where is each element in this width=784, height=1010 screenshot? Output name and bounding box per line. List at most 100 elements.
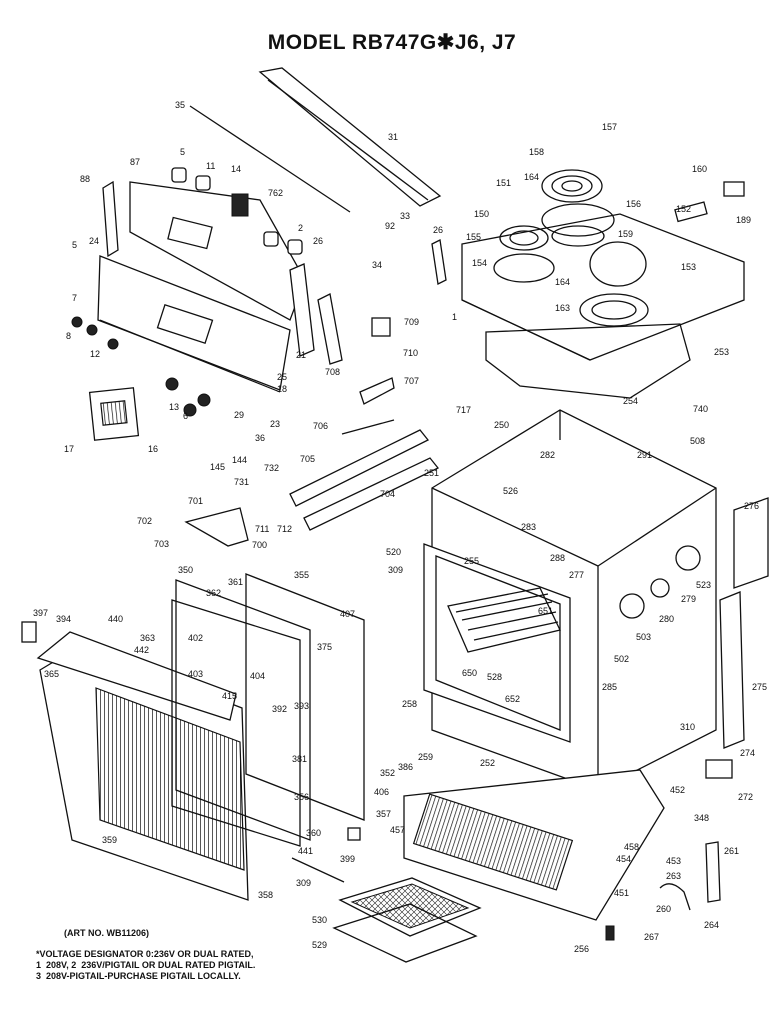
cooktop-1: [461, 213, 745, 361]
label-310: 310: [680, 722, 695, 732]
label-708: 708: [325, 367, 340, 377]
label-375: 375: [317, 642, 332, 652]
label-264: 264: [704, 920, 719, 930]
art-number: (ART NO. WB11206): [64, 928, 150, 938]
label-529: 529: [312, 940, 327, 950]
label-189: 189: [736, 215, 751, 225]
rack-528: [447, 587, 561, 653]
label-392: 392: [272, 704, 287, 714]
label-651: 651: [538, 606, 553, 616]
label-250: 250: [494, 420, 509, 430]
bracket-260: [659, 883, 691, 911]
label-508: 508: [690, 436, 705, 446]
label-23: 23: [270, 419, 280, 429]
label-87: 87: [130, 157, 140, 167]
side-panel-275: [719, 591, 745, 749]
label-144: 144: [232, 455, 247, 465]
connector-709: [371, 317, 391, 337]
label-21: 21: [296, 350, 306, 360]
label-386: 386: [398, 762, 413, 772]
door-glass-402: [171, 599, 301, 847]
label-259: 259: [418, 752, 433, 762]
surface-unit-163: [579, 293, 649, 327]
label-1: 1: [452, 312, 457, 322]
knob-5a: [171, 167, 187, 183]
hinge-397: [21, 621, 37, 643]
bracket-261: [705, 841, 721, 903]
label-397: 397: [33, 608, 48, 618]
label-362: 362: [206, 588, 221, 598]
drawer-451: [403, 769, 665, 921]
label-280: 280: [659, 614, 674, 624]
knob-11: [195, 175, 211, 191]
rail-704: [303, 457, 440, 531]
manifold-panel-21: [97, 255, 291, 393]
label-360: 360: [306, 828, 321, 838]
label-457: 457: [390, 825, 405, 835]
label-406: 406: [374, 787, 389, 797]
label-709: 709: [404, 317, 419, 327]
label-704: 704: [380, 489, 395, 499]
lamp-279: [619, 545, 701, 619]
label-440: 440: [108, 614, 123, 624]
label-706: 706: [313, 421, 328, 431]
label-394: 394: [56, 614, 71, 624]
label-523: 523: [696, 580, 711, 590]
drip-pan-154: [493, 253, 555, 283]
terminal-block-272: [705, 759, 733, 779]
label-357: 357: [376, 809, 391, 819]
label-359: 359: [102, 835, 117, 845]
label-145: 145: [210, 462, 225, 472]
label-158: 158: [529, 147, 544, 157]
label-159: 159: [618, 229, 633, 239]
label-732: 732: [264, 463, 279, 473]
label-710: 710: [403, 348, 418, 358]
label-740: 740: [693, 404, 708, 414]
label-276: 276: [744, 501, 759, 511]
part-labels: 31 35 5 87 11 14 88 762 33 92 2 26 34 5 …: [33, 100, 767, 954]
label-393: 393: [294, 701, 309, 711]
knobs-6-15: [165, 377, 211, 417]
clock-16: [88, 387, 140, 441]
label-36: 36: [255, 433, 265, 443]
page-title: MODEL RB747G✱J6, J7: [267, 31, 517, 54]
clip-399: [347, 827, 361, 841]
label-402: 402: [188, 633, 203, 643]
label-25: 25: [277, 372, 287, 382]
label-256: 256: [574, 944, 589, 954]
label-442: 442: [134, 645, 149, 655]
label-254: 254: [623, 396, 638, 406]
label-151: 151: [496, 178, 511, 188]
label-157: 157: [602, 122, 617, 132]
label-526: 526: [503, 486, 518, 496]
label-153: 153: [681, 262, 696, 272]
label-762: 762: [268, 188, 283, 198]
label-702: 702: [137, 516, 152, 526]
label-258: 258: [402, 699, 417, 709]
label-358: 358: [258, 890, 273, 900]
label-361: 361: [228, 577, 243, 587]
label-252: 252: [480, 758, 495, 768]
backguard-trim-31: [258, 67, 442, 207]
label-283: 283: [521, 522, 536, 532]
label-503: 503: [636, 632, 651, 642]
label-8: 8: [66, 331, 71, 341]
label-156: 156: [626, 199, 641, 209]
label-18: 18: [277, 384, 287, 394]
rod-309b: [291, 857, 345, 883]
surface-unit-150: [499, 225, 549, 251]
label-263: 263: [666, 871, 681, 881]
label-350: 350: [178, 565, 193, 575]
label-31: 31: [388, 132, 398, 142]
label-731: 731: [234, 477, 249, 487]
end-cap-88: [102, 180, 119, 258]
label-155: 155: [466, 232, 481, 242]
voltage-note-line-2: 1 208V, 2 236V/PIGTAIL OR DUAL RATED PIG…: [36, 960, 256, 970]
label-255: 255: [464, 556, 479, 566]
label-279: 279: [681, 594, 696, 604]
label-403: 403: [188, 669, 203, 679]
label-7: 7: [72, 293, 77, 303]
frame-253: [485, 323, 691, 399]
label-348: 348: [694, 813, 709, 823]
